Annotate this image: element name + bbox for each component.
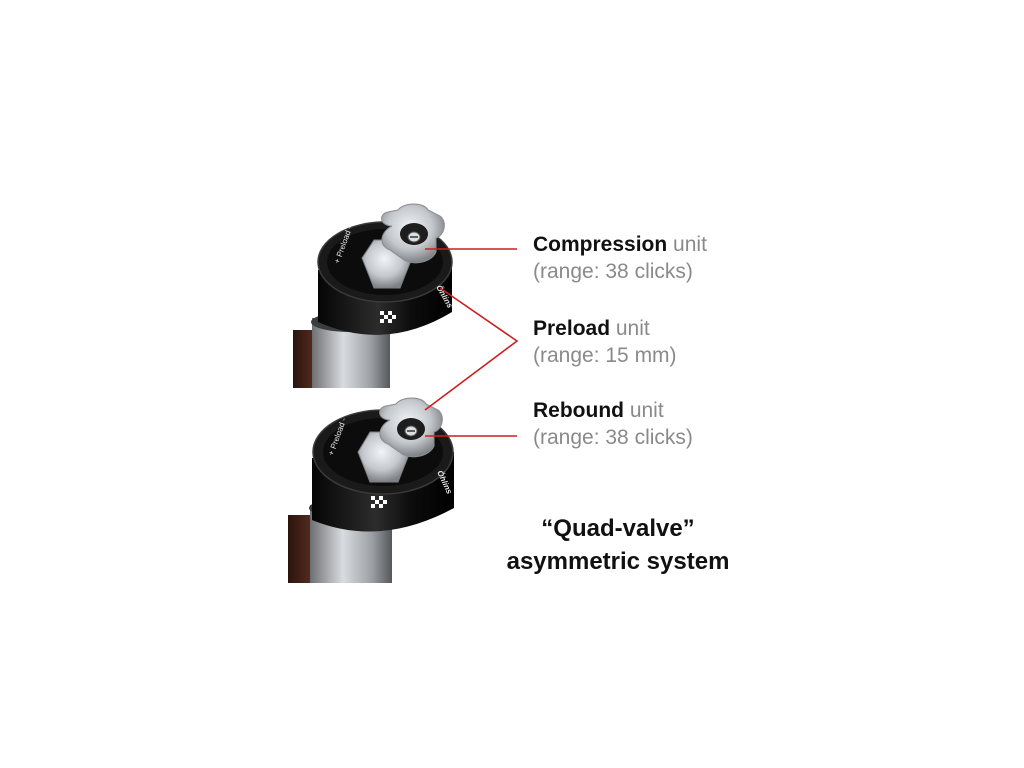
caption-line-1: “Quad-valve” bbox=[541, 515, 695, 542]
preload-label: Preload unit (range: 15 mm) bbox=[533, 315, 677, 369]
leader-lines bbox=[424, 248, 519, 437]
preload-unit: unit bbox=[615, 317, 650, 340]
compression-range: (range: 38 clicks) bbox=[533, 260, 693, 283]
system-caption: “Quad-valve” asymmetric system bbox=[492, 512, 744, 578]
preload-leader-line bbox=[424, 287, 519, 411]
rebound-label: Rebound unit (range: 38 clicks) bbox=[533, 397, 693, 451]
preload-range: (range: 15 mm) bbox=[533, 344, 677, 367]
rebound-unit: unit bbox=[629, 399, 664, 422]
lower-fork-top: + Preload - Öhlins bbox=[288, 397, 454, 583]
compression-label: Compression unit (range: 38 clicks) bbox=[533, 231, 707, 285]
compression-name: Compression bbox=[533, 233, 668, 256]
caption-line-2: asymmetric system bbox=[506, 548, 730, 575]
rebound-name: Rebound bbox=[533, 399, 624, 422]
rebound-range: (range: 38 clicks) bbox=[533, 426, 693, 449]
compression-unit: unit bbox=[673, 233, 707, 256]
preload-name: Preload bbox=[533, 317, 611, 340]
upper-checker-mark bbox=[380, 311, 396, 323]
upper-fork-top: + Preload - Öhlins bbox=[293, 203, 455, 388]
lower-checker-mark bbox=[371, 496, 387, 508]
